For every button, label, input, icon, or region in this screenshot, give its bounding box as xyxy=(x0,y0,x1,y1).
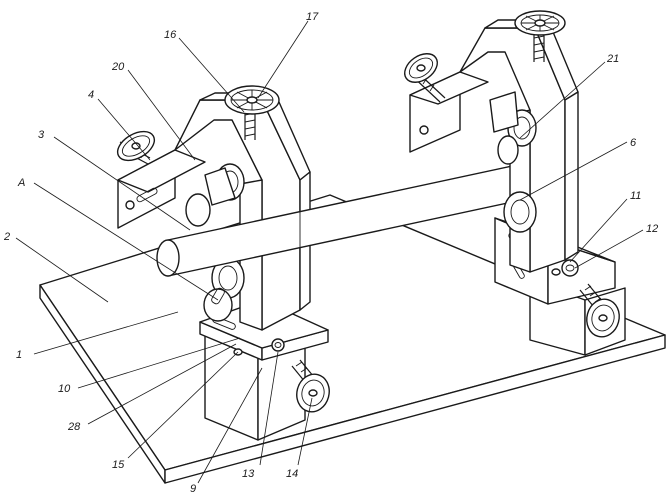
right-lower-roller xyxy=(503,191,537,233)
label-2: 2 xyxy=(3,231,10,243)
right-frame-edge xyxy=(564,91,579,261)
left-support-assembly xyxy=(116,85,330,441)
left-upper-roller xyxy=(185,163,245,227)
left-nut-13 xyxy=(271,338,285,352)
leader-lines xyxy=(15,20,644,484)
label-10: 10 xyxy=(58,383,71,395)
label-15: 15 xyxy=(112,459,125,471)
label-14: 14 xyxy=(286,468,298,480)
left-upper-nut xyxy=(125,200,135,210)
label-9: 9 xyxy=(190,483,196,495)
left-side-adjuster-screw xyxy=(116,130,156,165)
right-upper-block-top xyxy=(409,71,489,105)
label-3: 3 xyxy=(38,129,45,141)
right-side-adjuster-screw xyxy=(404,53,446,103)
label-4: 4 xyxy=(88,89,94,101)
left-upper-block-top xyxy=(117,149,206,193)
label-12: 12 xyxy=(646,223,658,235)
left-top-handwheel xyxy=(224,85,280,115)
label-11: 11 xyxy=(630,190,641,202)
label-17: 17 xyxy=(306,11,319,23)
left-bottom-screw xyxy=(291,359,330,413)
label-16: 16 xyxy=(164,29,177,41)
right-nut-11 xyxy=(561,259,579,277)
left-lower-roller xyxy=(203,257,245,322)
right-bottom-screw xyxy=(579,283,620,338)
label-21: 21 xyxy=(606,53,619,65)
label-A: A xyxy=(17,177,25,189)
right-top-handwheel xyxy=(514,10,566,36)
label-1: 1 xyxy=(16,349,22,361)
right-support-assembly xyxy=(404,10,626,356)
label-20: 20 xyxy=(111,61,125,73)
right-upper-nut xyxy=(419,125,429,135)
right-upper-roller xyxy=(489,91,537,165)
label-13: 13 xyxy=(242,468,255,480)
callout-labels: 1 2 3 4 A 6 9 10 11 12 13 14 15 16 17 20… xyxy=(3,11,658,495)
label-6: 6 xyxy=(630,137,637,149)
label-28: 28 xyxy=(67,421,81,433)
